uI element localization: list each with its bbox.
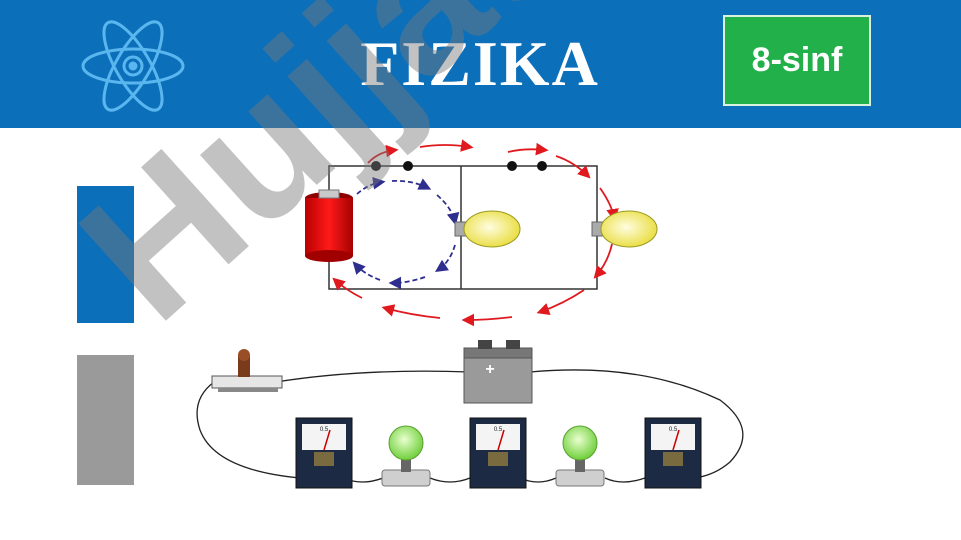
ammeter-icon: 0.5: [644, 417, 702, 489]
atom-icon: [81, 20, 185, 112]
svg-text:0.5: 0.5: [669, 427, 678, 433]
bulb-icon: [454, 210, 521, 248]
current-arrows-inner: [352, 177, 460, 290]
page-title: FIZIKA: [360, 28, 600, 99]
battery-plus-sign: +: [485, 361, 494, 378]
bulb-icon: [555, 425, 605, 487]
svg-text:0.5: 0.5: [494, 427, 503, 433]
accent-bar-blue: [77, 186, 134, 323]
lab-wires: [196, 369, 744, 483]
bulb-icon: [591, 210, 658, 248]
bulb-icon: [381, 425, 431, 487]
accent-bar-gray: [77, 355, 134, 485]
battery-icon: +: [463, 340, 533, 404]
switch-icon: [211, 349, 283, 392]
ammeter-icon: 0.5: [295, 417, 353, 489]
grade-badge: 8-sinf: [723, 15, 871, 106]
current-arrows-outer: [332, 139, 619, 327]
battery-icon: [305, 189, 353, 262]
ammeter-icon: 0.5: [469, 417, 527, 489]
title-band: FIZIKA 8-sinf: [0, 0, 961, 128]
switch-contacts: [371, 161, 547, 171]
svg-text:0.5: 0.5: [320, 427, 329, 433]
